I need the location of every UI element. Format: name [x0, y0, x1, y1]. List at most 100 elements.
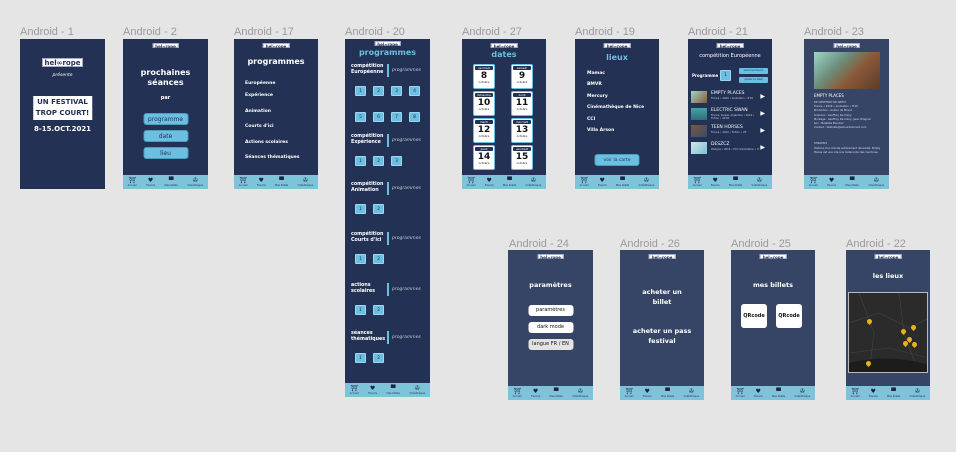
venue-item[interactable]: BMVR	[587, 82, 602, 87]
nav-item-accueil[interactable]: ⛩Accueil	[851, 388, 860, 398]
venue-item[interactable]: Mercury	[587, 94, 608, 99]
nav-item-accueil[interactable]: ⛩Accueil	[625, 388, 634, 398]
play-icon[interactable]: ▶	[760, 127, 765, 134]
programme-number-button[interactable]: 5	[355, 112, 366, 122]
nav-item-vidéothèque[interactable]: ✇Vidéothèque	[187, 177, 203, 187]
play-icon[interactable]: ▶	[760, 144, 765, 151]
programme-number-button[interactable]: 1	[355, 353, 366, 363]
dark-mode-button[interactable]: dark mode	[528, 322, 573, 333]
nav-item-mes-billets[interactable]: ▀Mes billets	[550, 388, 563, 398]
programme-number-button[interactable]: 2	[373, 204, 384, 214]
program-item[interactable]: Séances thématiques	[245, 155, 300, 160]
nav-item-mes-billets[interactable]: ▀Mes billets	[729, 177, 742, 187]
nav-item-mes-billets[interactable]: ▀Mes billets	[503, 177, 516, 187]
programme-number-button[interactable]: 3	[391, 86, 402, 96]
nav-item-favoris[interactable]: ♥Favoris	[643, 388, 652, 398]
programme-number-button[interactable]: 7	[391, 112, 402, 122]
venue-item[interactable]: CCI	[587, 117, 596, 122]
play-icon[interactable]: ▶	[760, 110, 765, 117]
programme-number-button[interactable]: 3	[391, 156, 402, 166]
programme-number-button[interactable]: 2	[373, 353, 384, 363]
nav-item-favoris[interactable]: ♥Favoris	[368, 385, 377, 395]
programme-number-button[interactable]: 2	[373, 305, 384, 315]
nav-item-accueil[interactable]: ⛩Accueil	[736, 388, 745, 398]
nav-item-vidéothèque[interactable]: ✇Vidéothèque	[752, 177, 768, 187]
settings-button[interactable]: paramètres	[528, 305, 573, 316]
nav-item-mes-billets[interactable]: ▀Mes billets	[846, 177, 859, 187]
ticket-qrcode[interactable]: QRcode	[776, 304, 802, 328]
nav-item-mes-billets[interactable]: ▀Mes billets	[387, 385, 400, 395]
nav-item-vidéothèque[interactable]: ✇Vidéothèque	[298, 177, 314, 187]
nav-item-vidéothèque[interactable]: ✇Vidéothèque	[795, 388, 811, 398]
programme-number-button[interactable]: 1	[355, 204, 366, 214]
nav-item-mes-billets[interactable]: ▀Mes billets	[887, 388, 900, 398]
nav-item-mes-billets[interactable]: ▀Mes billets	[165, 177, 178, 187]
venues-map[interactable]	[848, 292, 928, 373]
nav-item-vidéothèque[interactable]: ✇Vidéothèque	[868, 177, 884, 187]
nav-item-accueil[interactable]: ⛩Accueil	[580, 177, 589, 187]
programme-number-button[interactable]: 2	[373, 86, 384, 96]
venue-item[interactable]: Villa Arson	[587, 128, 615, 133]
language-toggle-button[interactable]: langue FR / EN	[528, 339, 573, 350]
lieu-button[interactable]: lieu	[143, 147, 188, 159]
programme-number-button[interactable]: 1	[355, 86, 366, 96]
nav-item-vidéothèque[interactable]: ✇Vidéothèque	[639, 177, 655, 187]
programme-button[interactable]: programme	[143, 113, 188, 125]
nav-item-favoris[interactable]: ♥Favoris	[869, 388, 878, 398]
follow-favorites-button[interactable]: suivre les favoris	[739, 68, 768, 74]
nav-item-accueil[interactable]: ⛩Accueil	[693, 177, 702, 187]
nav-item-mes-billets[interactable]: ▀Mes billets	[772, 388, 785, 398]
nav-item-accueil[interactable]: ⛩Accueil	[128, 177, 137, 187]
nav-item-favoris[interactable]: ♥Favoris	[485, 177, 494, 187]
nav-item-vidéothèque[interactable]: ✇Vidéothèque	[526, 177, 542, 187]
programme-number-button[interactable]: 1	[355, 156, 366, 166]
nav-item-favoris[interactable]: ♥Favoris	[711, 177, 720, 187]
date-button[interactable]: date	[143, 130, 188, 142]
programme-number-button[interactable]: 1	[355, 305, 366, 315]
buy-pass-link[interactable]: acheter un pass festival	[632, 327, 692, 345]
nav-item-favoris[interactable]: ♥Favoris	[146, 177, 155, 187]
programme-number-button[interactable]: 1	[355, 254, 366, 264]
see-map-button[interactable]: voir la carte	[594, 154, 640, 166]
nav-item-vidéothèque[interactable]: ✇Vidéothèque	[409, 385, 425, 395]
program-item[interactable]: Courts d'ici	[245, 124, 274, 129]
play-icon[interactable]: ▶	[760, 93, 765, 100]
program-item[interactable]: Actions scolaires	[245, 140, 288, 145]
nav-item-vidéothèque[interactable]: ✇Vidéothèque	[910, 388, 926, 398]
nav-item-mes-billets[interactable]: ▀Mes billets	[661, 388, 674, 398]
program-item[interactable]: Européenne	[245, 81, 276, 86]
programme-number-button[interactable]: 4	[409, 86, 420, 96]
nav-item-favoris[interactable]: ♥Favoris	[598, 177, 607, 187]
programme-number-button[interactable]: 2	[373, 156, 384, 166]
nav-item-favoris[interactable]: ♥Favoris	[257, 177, 266, 187]
nav-item-mes-billets[interactable]: ▀Mes billets	[275, 177, 288, 187]
programme-number-button[interactable]: 6	[373, 112, 384, 122]
programme-number-button[interactable]: 2	[373, 254, 384, 264]
nav-item-accueil[interactable]: ⛩Accueil	[513, 388, 522, 398]
ticket-qrcode[interactable]: QRcode	[741, 304, 767, 328]
programme-number-button[interactable]: 8	[409, 112, 420, 122]
nav-item-mes-billets[interactable]: ▀Mes billets	[616, 177, 629, 187]
nav-item-vidéothèque[interactable]: ✇Vidéothèque	[684, 388, 700, 398]
venue-item[interactable]: Cinémathèque de Nice	[587, 105, 645, 110]
programme-number-button[interactable]: 1	[720, 70, 731, 81]
nav-item-accueil[interactable]: ⛩Accueil	[239, 177, 248, 187]
nav-item-favoris[interactable]: ♥Favoris	[531, 388, 540, 398]
buy-ticket-link[interactable]: acheter un billet	[642, 288, 682, 306]
program-item[interactable]: Animation	[245, 109, 271, 114]
nav-item-favoris[interactable]: ♥Favoris	[827, 177, 836, 187]
nav-item-accueil[interactable]: ⛩Accueil	[350, 385, 359, 395]
nav-item-accueil[interactable]: ⛩Accueil	[467, 177, 476, 187]
